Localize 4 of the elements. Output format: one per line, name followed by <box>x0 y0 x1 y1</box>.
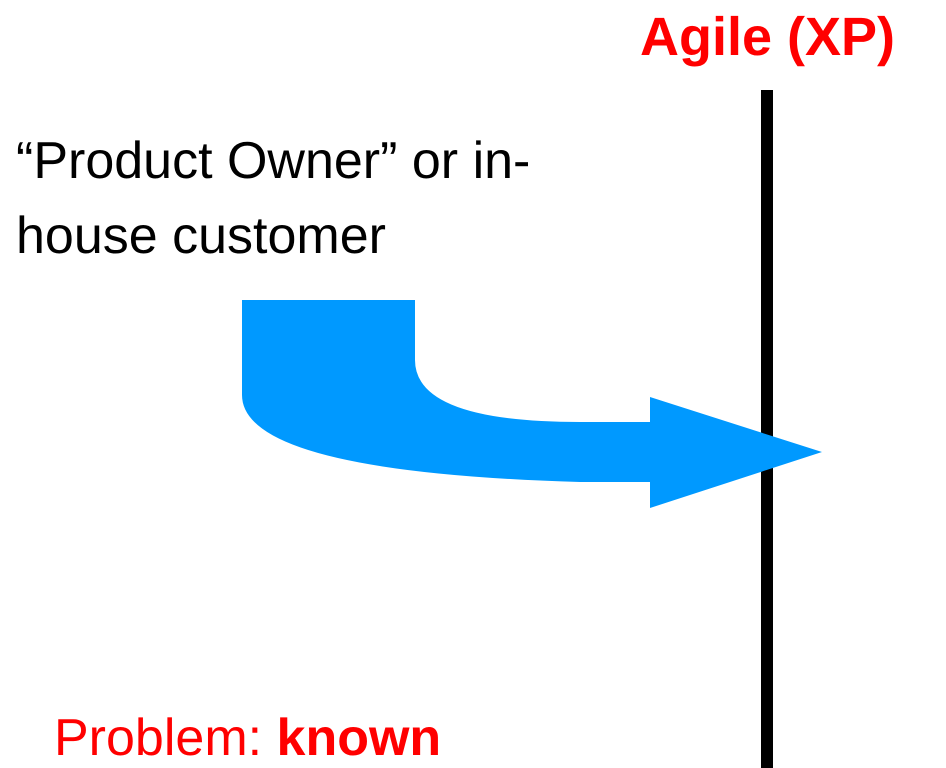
text-label: “Product Owner” or in-house customer <box>16 131 532 268</box>
curved-arrow <box>242 300 822 508</box>
note-text: Problem: known <box>54 708 442 768</box>
title: Agile (XP) <box>640 6 896 68</box>
